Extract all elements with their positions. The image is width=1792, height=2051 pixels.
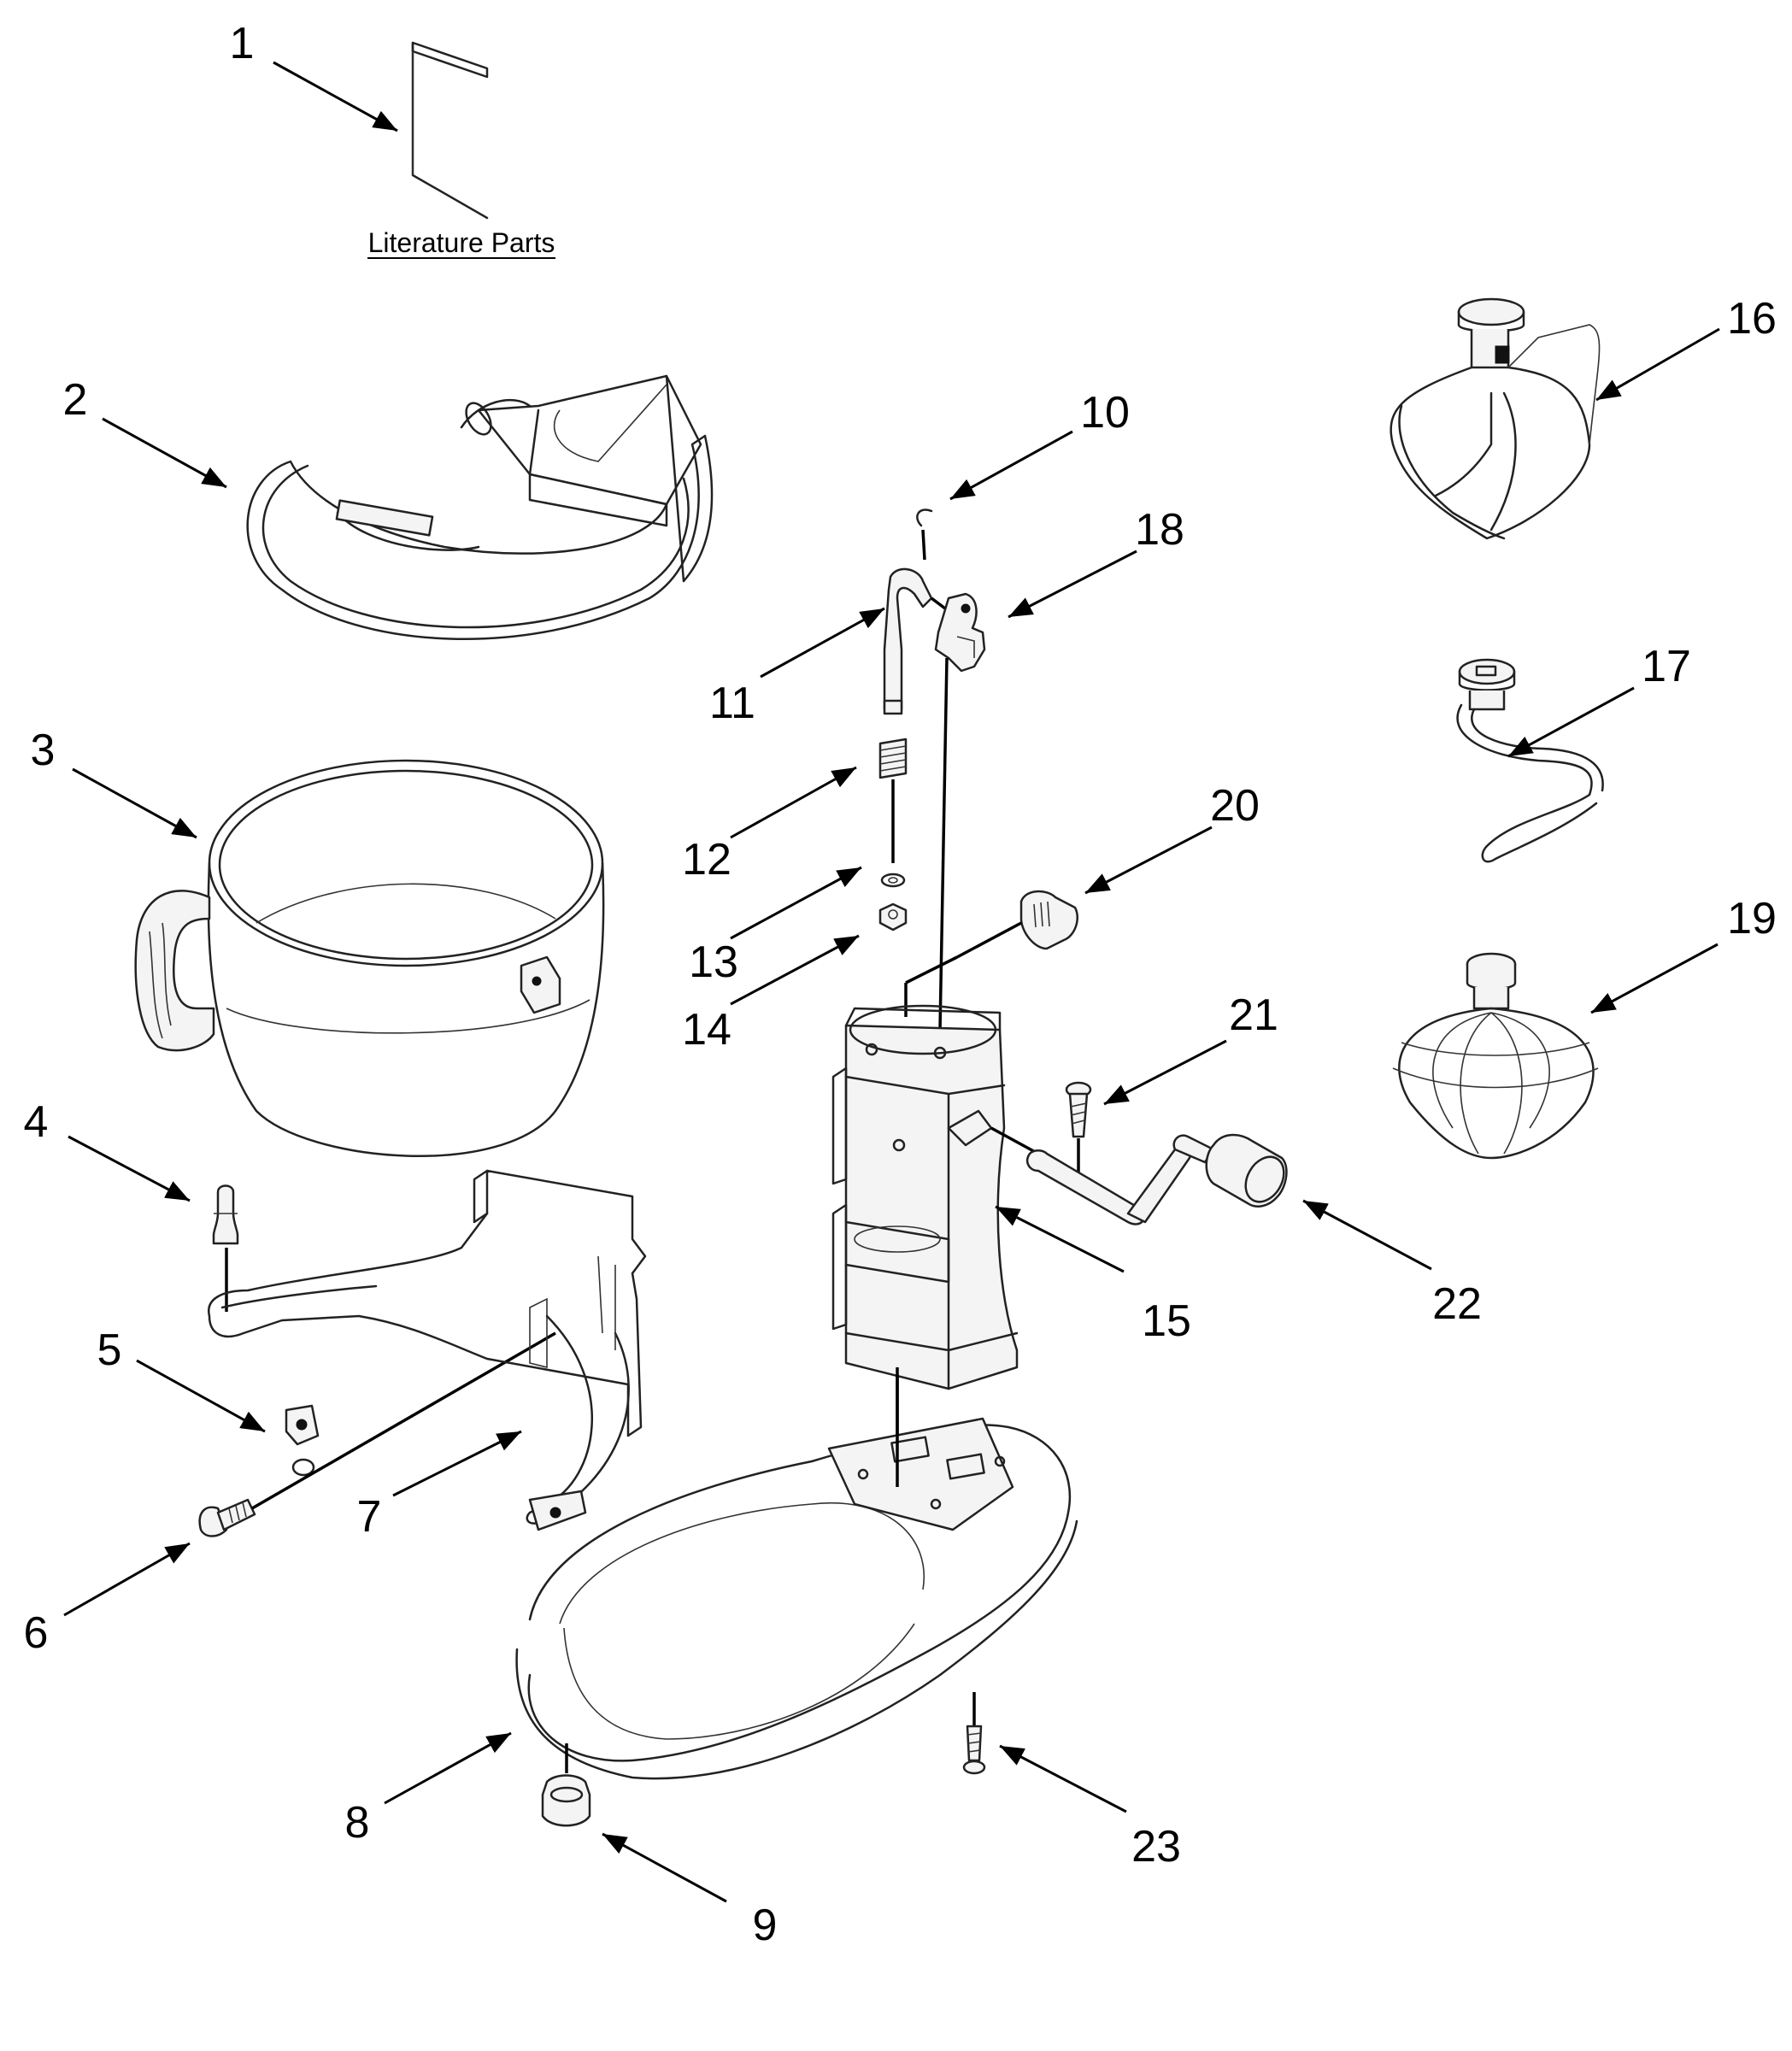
bowl-clip-part (285, 1404, 320, 1477)
bowl-part (134, 759, 605, 1157)
arrow-22 (1302, 1199, 1432, 1271)
arrow-10 (949, 430, 1073, 501)
washer-part (880, 873, 906, 888)
arrow-9 (602, 1832, 727, 1903)
knob-part (904, 890, 1078, 1017)
literature-parts-label: Literature Parts (368, 227, 555, 258)
lock-lever-part (934, 592, 986, 1031)
callout-16: 16 (1727, 294, 1777, 344)
callout-21: 21 (1229, 990, 1278, 1040)
flat-beater-part (1390, 297, 1601, 540)
arrow-7 (392, 1430, 522, 1497)
arrow-13 (730, 866, 862, 940)
arrow-3 (72, 767, 197, 839)
arrow-2 (102, 417, 227, 489)
callout-8: 8 (345, 1798, 370, 1848)
arrow-19 (1590, 943, 1719, 1014)
callout-11: 11 (709, 679, 755, 728)
callout-numbers: 1 2 3 4 5 6 7 8 9 10 11 12 13 14 15 16 1… (24, 19, 1777, 1950)
spring-part (878, 738, 908, 863)
callout-19: 19 (1727, 894, 1777, 943)
callout-1: 1 (230, 19, 255, 68)
callout-5: 5 (97, 1325, 122, 1375)
bolt-part (1065, 1081, 1092, 1179)
crank-handle-part (1025, 1133, 1288, 1225)
callout-22: 22 (1432, 1279, 1482, 1329)
callout-23: 23 (1131, 1822, 1181, 1872)
arrow-18 (1008, 549, 1137, 619)
arrow-11 (760, 607, 885, 679)
arrow-15 (995, 1205, 1125, 1273)
foot-part (541, 1743, 591, 1827)
pouring-shield-part (246, 374, 714, 640)
callout-20: 20 (1210, 781, 1260, 831)
arrow-4 (68, 1135, 191, 1202)
arrow-21 (1103, 1039, 1227, 1106)
callout-10: 10 (1080, 388, 1130, 438)
c-clip-part (916, 508, 933, 561)
bowl-support-part (207, 1169, 647, 1531)
wire-whip-part (1392, 952, 1599, 1160)
arrow-20 (1084, 826, 1213, 895)
pin-part (212, 1184, 239, 1312)
callout-9: 9 (753, 1901, 778, 1950)
callout-12: 12 (682, 835, 731, 884)
literature-part (367, 41, 555, 259)
arrow-17 (1507, 686, 1635, 758)
callout-15: 15 (1142, 1296, 1191, 1346)
column-part (831, 1004, 1039, 1436)
callout-6: 6 (24, 1608, 49, 1658)
dough-hook-part (1456, 658, 1604, 863)
callout-2: 2 (63, 375, 88, 425)
arrow-5 (136, 1359, 266, 1433)
arrow-16 (1595, 327, 1720, 402)
arrow-12 (730, 766, 857, 839)
callout-17: 17 (1642, 642, 1691, 691)
arrow-1 (273, 61, 398, 132)
nut-part (878, 902, 908, 931)
callout-arrows (63, 61, 1720, 1903)
arrow-23 (999, 1744, 1127, 1813)
callout-3: 3 (31, 726, 56, 775)
arrow-6 (63, 1542, 191, 1617)
base-part (515, 1376, 1078, 1780)
callout-7: 7 (357, 1492, 382, 1542)
callout-13: 13 (689, 937, 738, 987)
arrow-14 (730, 934, 860, 1006)
arrow-8 (384, 1731, 512, 1805)
callout-4: 4 (24, 1097, 49, 1147)
callout-14: 14 (682, 1005, 731, 1055)
base-screw-part (962, 1692, 986, 1775)
callout-18: 18 (1135, 505, 1184, 555)
